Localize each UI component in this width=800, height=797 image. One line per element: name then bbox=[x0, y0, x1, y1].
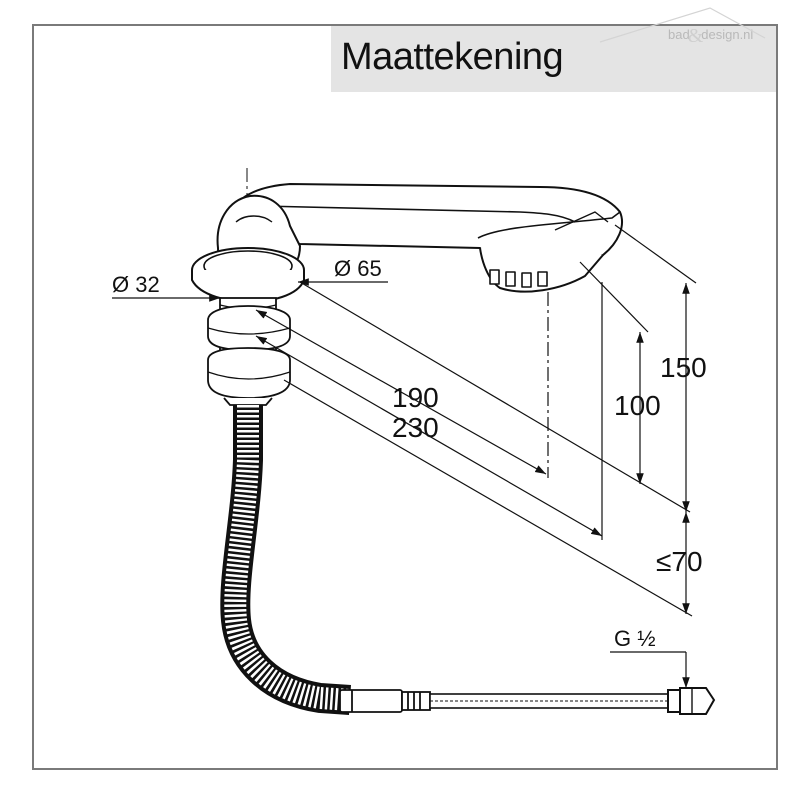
mounting-flange bbox=[191, 247, 305, 304]
brand-logo: bad&design.nl bbox=[668, 22, 754, 47]
flexible-hose bbox=[220, 405, 351, 715]
logo-ampersand-icon: & bbox=[687, 25, 704, 47]
dimension-190: 190 bbox=[392, 382, 439, 413]
dimension-lines bbox=[112, 224, 697, 688]
dimension-100: 100 bbox=[614, 390, 661, 421]
title-banner bbox=[331, 26, 776, 92]
supply-hose bbox=[429, 693, 671, 709]
hose-coupling bbox=[339, 689, 431, 713]
logo-text-right: design.nl bbox=[701, 27, 754, 42]
hex-nut bbox=[667, 687, 716, 715]
dimension-thread: G ½ bbox=[614, 626, 656, 651]
logo-text-left: bad bbox=[668, 27, 690, 42]
dimension-150: 150 bbox=[660, 352, 707, 383]
dimension-max-70: ≤70 bbox=[656, 546, 703, 577]
dimension-230: 230 bbox=[392, 412, 439, 443]
spout bbox=[231, 183, 623, 293]
dimension-dia-65: Ø 65 bbox=[334, 256, 382, 281]
dimension-dia-32: Ø 32 bbox=[112, 272, 160, 297]
page-title: Maattekening bbox=[341, 36, 564, 78]
logo-swoosh-icon bbox=[599, 7, 766, 43]
threaded-shank bbox=[207, 297, 291, 406]
